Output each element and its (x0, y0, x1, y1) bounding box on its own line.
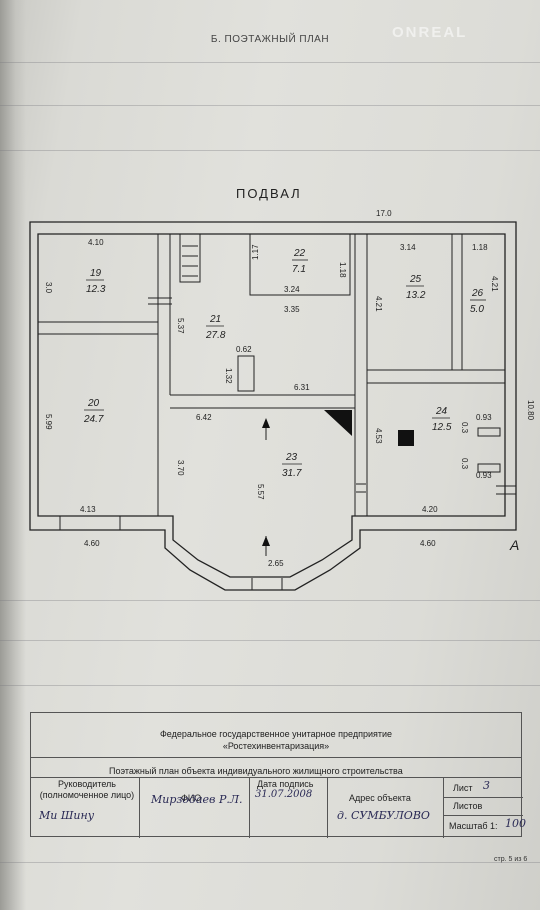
room-25-number: 25 (409, 274, 422, 285)
head-column: Руководитель (полномоченное лицо) (39, 779, 135, 800)
svg-text:4.21: 4.21 (490, 276, 499, 292)
dim-right-bottom: 4.60 (420, 539, 436, 548)
svg-text:1.32: 1.32 (224, 368, 233, 384)
handwritten-name: Мирзодаев Р.Л. (151, 793, 243, 806)
room-21-area: 27.8 (205, 330, 226, 341)
outer-wall (29, 221, 517, 591)
sheets-label: Листов (453, 801, 483, 811)
room-19-number: 19 (90, 268, 102, 279)
scale-value: 100 (505, 817, 526, 830)
fio-column: ФИО (181, 793, 202, 803)
room-23-area: 31.7 (282, 468, 302, 479)
svg-text:6.42: 6.42 (196, 413, 212, 422)
wall-center-right (354, 234, 368, 516)
svg-text:6.31: 6.31 (294, 383, 310, 392)
triangle-marker (324, 410, 352, 436)
sheet-label: Лист (453, 783, 473, 793)
column (237, 355, 255, 392)
svg-text:0.93: 0.93 (476, 413, 492, 422)
room-21-number: 21 (209, 314, 221, 325)
dim-left-bottom: 4.60 (84, 539, 100, 548)
watermark: ONREAL (392, 24, 468, 41)
svg-text:5.37: 5.37 (176, 318, 185, 334)
section-title: Б. ПОЭТАЖНЫЙ ПЛАН (210, 34, 330, 45)
room-25-area: 13.2 (406, 290, 426, 301)
title-block: Федеральное государственное унитарное пр… (30, 712, 526, 838)
svg-text:4.10: 4.10 (88, 238, 104, 247)
room-22-number: 22 (293, 248, 306, 259)
svg-text:0.93: 0.93 (476, 471, 492, 480)
svg-text:3.24: 3.24 (284, 285, 300, 294)
org-line-1: Федеральное государственное унитарное пр… (159, 729, 393, 739)
wall-21-23 (170, 394, 355, 409)
room-23-number: 23 (285, 452, 298, 463)
plan-subject: Поэтажный план объекта индивидуального ж… (109, 766, 403, 776)
svg-text:1.17: 1.17 (251, 244, 260, 260)
room-20-area: 24.7 (83, 414, 104, 425)
sheet-value: 3 (483, 779, 490, 792)
wall-24-25 (367, 369, 505, 384)
svg-text:3.0: 3.0 (44, 282, 53, 294)
square-marker (398, 430, 414, 446)
scale-label: Масштаб 1: (449, 821, 498, 831)
svg-text:1.18: 1.18 (472, 243, 488, 252)
svg-text:3.14: 3.14 (400, 243, 416, 252)
page-number: стр. 5 из 6 (494, 856, 528, 863)
stair (179, 234, 201, 283)
svg-text:4.53: 4.53 (374, 428, 383, 444)
dim-bay-bottom: 2.65 (268, 559, 284, 568)
handwritten-address: д. СУМБУЛОВО (337, 809, 430, 822)
room-22-area: 7.1 (292, 264, 306, 275)
address-column: Адрес объекта (349, 793, 411, 803)
org-line-2: «Ростехинвентаризация» (222, 741, 330, 751)
room-20-number: 20 (87, 398, 100, 409)
svg-text:0.3: 0.3 (460, 422, 469, 434)
date-column: Дата подпись (257, 779, 314, 789)
svg-text:3.70: 3.70 (176, 460, 185, 476)
handwritten-date: 31.07.2008 (255, 789, 313, 800)
dim-overall-depth: 10.80 (526, 400, 535, 421)
wall-19-20 (38, 321, 158, 335)
svg-text:4.20: 4.20 (422, 505, 438, 514)
room-26-area: 5.0 (470, 304, 484, 315)
plan-title: ПОДВАЛ (236, 186, 302, 201)
svg-text:0.3: 0.3 (460, 458, 469, 470)
wall-25-26 (451, 234, 463, 370)
dim-overall-width: 17.0 (376, 209, 392, 218)
room-24-area: 12.5 (432, 422, 452, 433)
room-19-area: 12.3 (86, 284, 106, 295)
svg-text:5.99: 5.99 (44, 414, 53, 430)
dim-marker: A (509, 537, 519, 553)
svg-text:3.35: 3.35 (284, 305, 300, 314)
svg-text:4.21: 4.21 (374, 296, 383, 312)
wall-22 (249, 234, 351, 296)
handwritten-signature: Ми Шину (39, 809, 95, 822)
binder-shadow (0, 0, 26, 910)
room-24-number: 24 (435, 406, 448, 417)
svg-text:0.62: 0.62 (236, 345, 252, 354)
svg-text:5.57: 5.57 (256, 484, 265, 500)
svg-text:1.18: 1.18 (338, 262, 347, 278)
inner-wall (37, 233, 506, 578)
room-26-number: 26 (471, 288, 484, 299)
svg-text:4.13: 4.13 (80, 505, 96, 514)
